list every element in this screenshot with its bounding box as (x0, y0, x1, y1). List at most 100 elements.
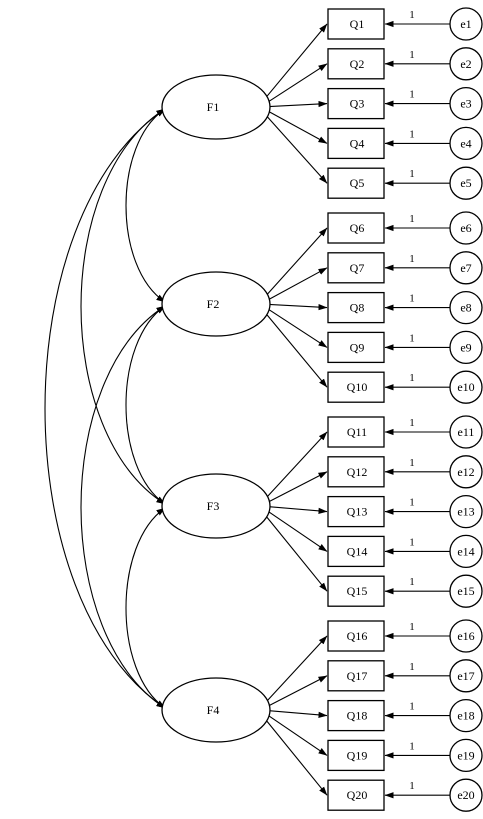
factor-f2: F2 (161, 271, 271, 337)
error-e6: e6 (449, 211, 483, 245)
factor-label: F1 (207, 100, 220, 114)
indicator-label: Q4 (350, 136, 365, 150)
error-e3: e3 (449, 86, 483, 121)
indicator-q11: Q11 (327, 416, 385, 448)
loading-arrow-q17 (268, 675, 328, 707)
indicator-box (327, 8, 385, 40)
error-circle (449, 166, 483, 200)
factor-ellipse (161, 677, 271, 743)
error-circle (449, 47, 483, 81)
indicator-q6: Q6 (327, 212, 385, 244)
loading-arrow-q19 (267, 714, 328, 756)
indicator-label: Q10 (347, 380, 368, 394)
indicator-label: Q18 (347, 709, 368, 723)
indicator-label: Q12 (347, 465, 368, 479)
indicator-label: Q6 (350, 221, 365, 235)
error-e1: e1 (449, 7, 483, 41)
loading-arrow-q18 (268, 710, 328, 719)
loading-arrow-q7 (268, 267, 328, 301)
error-e20: e20 (449, 778, 483, 812)
indicator-box (327, 779, 385, 811)
error-label: e14 (457, 544, 474, 558)
error-label: e11 (458, 425, 475, 439)
covariance-arc-f2-f3 (125, 305, 166, 505)
factor-ellipse (161, 271, 271, 337)
loading-arrow-q3 (268, 100, 328, 108)
indicator-label: Q16 (347, 629, 368, 643)
error-circle (449, 86, 483, 121)
loading-arrow-q5 (266, 115, 328, 184)
error-label: e10 (457, 380, 474, 394)
factor-label: F3 (207, 499, 220, 513)
indicator-box (327, 331, 385, 364)
indicator-q5: Q5 (327, 167, 385, 199)
error-e7: e7 (449, 251, 483, 285)
indicator-label: Q15 (347, 584, 368, 598)
factor-f3: F3 (161, 473, 271, 539)
error-circle (449, 574, 483, 608)
loading-arrow-q15 (265, 515, 328, 592)
indicator-box (327, 660, 385, 692)
indicator-box (327, 48, 385, 80)
loading-arrow-q1 (265, 23, 328, 98)
indicator-box (327, 416, 385, 448)
error-e5: e5 (449, 166, 483, 200)
indicator-box (327, 291, 385, 324)
error-weight-label: 1 (409, 332, 415, 344)
indicator-label: Q5 (350, 176, 365, 190)
indicator-q18: Q18 (327, 699, 385, 732)
error-circle (449, 330, 483, 365)
indicator-label: Q20 (347, 788, 368, 802)
indicator-q19: Q19 (327, 739, 385, 772)
error-circle (449, 494, 483, 529)
error-circle (449, 211, 483, 245)
indicator-q20: Q20 (327, 779, 385, 811)
indicator-q12: Q12 (327, 456, 385, 488)
loading-arrow-q20 (265, 719, 328, 796)
loading-arrow-q6 (266, 227, 328, 296)
indicator-label: Q8 (350, 301, 365, 315)
indicator-label: Q14 (347, 544, 368, 558)
error-e18: e18 (449, 698, 483, 733)
indicator-box (327, 620, 385, 652)
indicator-box (327, 456, 385, 488)
error-weight-label: 1 (409, 89, 415, 101)
factor-label: F2 (207, 297, 220, 311)
error-circle (449, 659, 483, 693)
error-e17: e17 (449, 659, 483, 693)
indicator-box (327, 535, 385, 568)
indicator-q4: Q4 (327, 127, 385, 160)
factor-f4: F4 (161, 677, 271, 743)
error-circle (449, 7, 483, 41)
indicator-box (327, 212, 385, 244)
error-weight-label: 1 (409, 9, 415, 21)
indicator-q15: Q15 (327, 575, 385, 607)
error-label: e8 (460, 301, 471, 315)
indicator-label: Q17 (347, 669, 368, 683)
error-label: e7 (460, 261, 471, 275)
error-e4: e4 (449, 126, 483, 161)
error-circle (449, 619, 483, 653)
error-weight-label: 1 (409, 661, 415, 673)
error-e11: e11 (449, 415, 483, 449)
error-weight-label: 1 (409, 213, 415, 225)
covariance-arc-f3-f4 (125, 507, 166, 709)
error-circle (449, 698, 483, 733)
error-label: e4 (460, 136, 471, 150)
error-weight-label: 1 (409, 293, 415, 305)
indicator-label: Q3 (350, 97, 365, 111)
error-weight-label: 1 (409, 457, 415, 469)
error-circle (449, 738, 483, 773)
error-e15: e15 (449, 574, 483, 608)
error-label: e5 (460, 176, 471, 190)
loading-arrow-q14 (267, 510, 328, 552)
indicator-q7: Q7 (327, 252, 385, 284)
error-circle (449, 455, 483, 489)
covariance-arc-f1-f3 (80, 108, 166, 505)
error-label: e20 (457, 788, 474, 802)
factor-label: F4 (207, 703, 220, 717)
error-e2: e2 (449, 47, 483, 81)
